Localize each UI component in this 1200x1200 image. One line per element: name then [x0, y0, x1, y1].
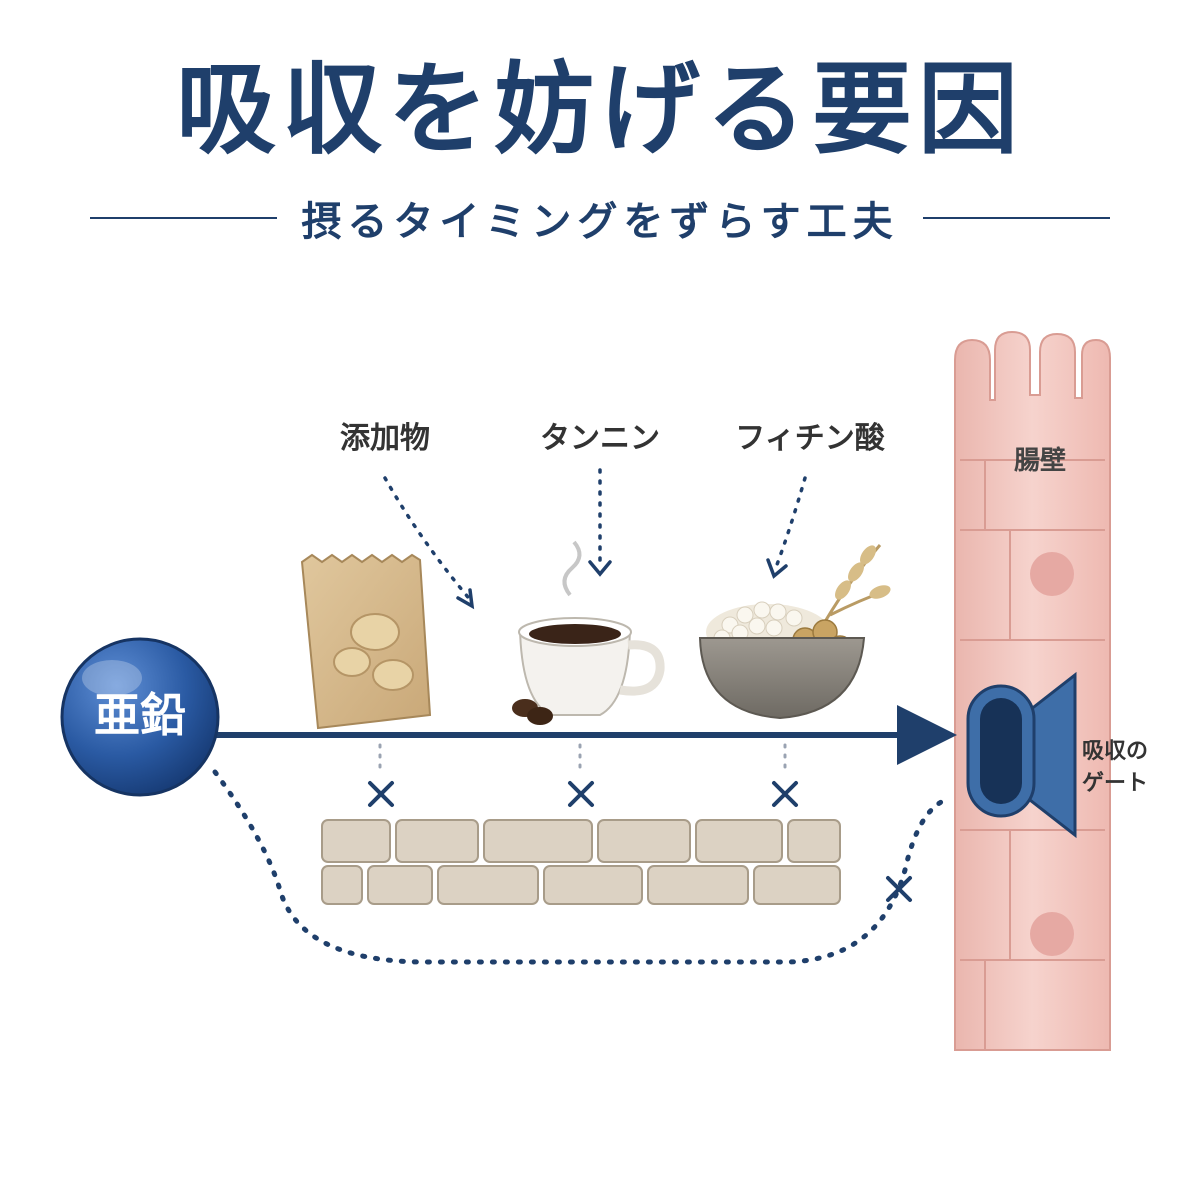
label-phytic-acid: フィチン酸 [735, 421, 885, 456]
gate-label: 吸収の ゲート [1082, 736, 1192, 800]
snack-bag-icon [300, 553, 432, 730]
subtitle: 摂るタイミングをずらす工夫 [301, 199, 899, 245]
pointer-heads [456, 558, 788, 610]
zinc-label: 亜鉛 [94, 688, 186, 742]
cell-nucleus [1030, 552, 1074, 596]
coffee-cup-icon [512, 540, 665, 725]
detour-path [212, 769, 948, 965]
x-mark-icon [368, 781, 394, 807]
block-marks [368, 781, 912, 902]
page-title: 吸収を妨げる要因 [176, 51, 1024, 168]
absorption-gate [966, 671, 1077, 839]
subtitle-line-right [922, 217, 1111, 219]
gate-label-line2: ゲート [1082, 771, 1149, 796]
subtitle-line-left [90, 217, 278, 219]
x-mark-icon [772, 781, 798, 807]
inhibitor-pointers [383, 468, 807, 604]
pointer-additives [383, 476, 474, 604]
grain-bowl-icon [698, 544, 891, 720]
label-additives: 添加物 [340, 421, 430, 456]
gut-wall [954, 330, 1111, 1051]
cell-nucleus [1030, 912, 1074, 956]
pointer-phytic-acid [773, 476, 807, 572]
zinc-sphere [60, 637, 220, 797]
brick-wall [321, 819, 841, 905]
subtitle-row: 摂るタイミングをずらす工夫 [90, 188, 1111, 248]
label-tannin: タンニン [540, 421, 660, 456]
gut-wall-label: 腸壁 [1013, 446, 1066, 476]
blocking-drops [378, 743, 787, 772]
x-mark-icon [568, 781, 594, 807]
x-mark-icon [886, 876, 912, 902]
gate-label-line1: 吸収の [1082, 739, 1149, 764]
